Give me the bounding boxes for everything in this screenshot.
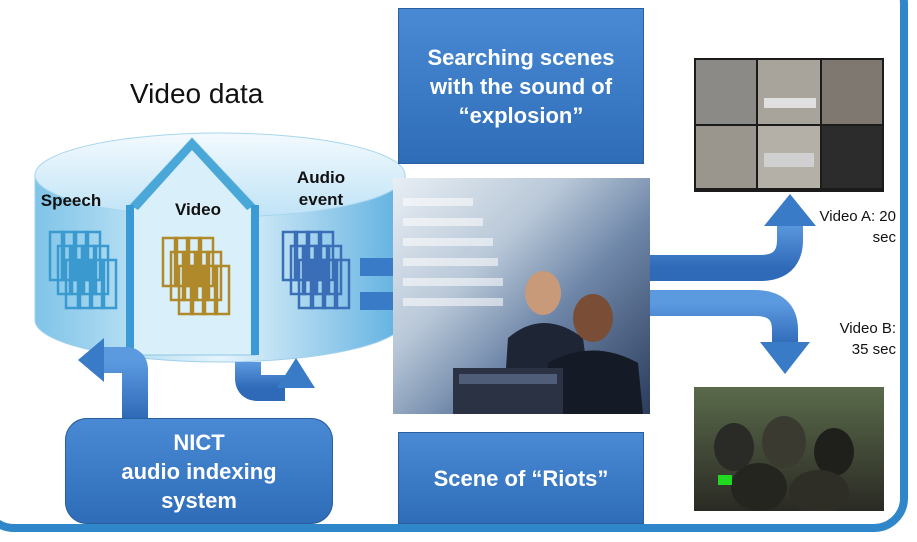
scene-riots-box: Scene of “Riots” [398,432,644,524]
index-arrow-left [78,338,148,418]
connector-bar-upper [360,258,398,276]
search-result-image [393,178,650,414]
video-data-title: Video data [130,78,264,109]
video-b-thumbnail [694,387,884,511]
speech-frames-icon [48,230,118,310]
video-label: Video [175,200,221,219]
audio-event-label: Audio event [296,168,346,209]
video-a-caption: Video A: 20 sec [819,208,896,246]
video-a-thumbnail [694,58,884,192]
people-silhouette [453,271,643,414]
arrow-to-video-a [648,194,816,281]
arrow-to-video-b [648,290,810,374]
connector-bar-lower [360,292,398,310]
index-arrow-middle [235,358,315,401]
speech-label: Speech [40,191,102,210]
search-query-box: Searching scenes with the sound of “expl… [398,8,644,164]
video-frames-icon [161,236,231,316]
video-b-caption: Video B: 35 sec [839,320,896,358]
nict-audio-indexing-system-box: NICT audio indexing system [65,418,333,524]
audio-event-frames-icon [281,230,351,310]
outer-frame [0,0,908,532]
